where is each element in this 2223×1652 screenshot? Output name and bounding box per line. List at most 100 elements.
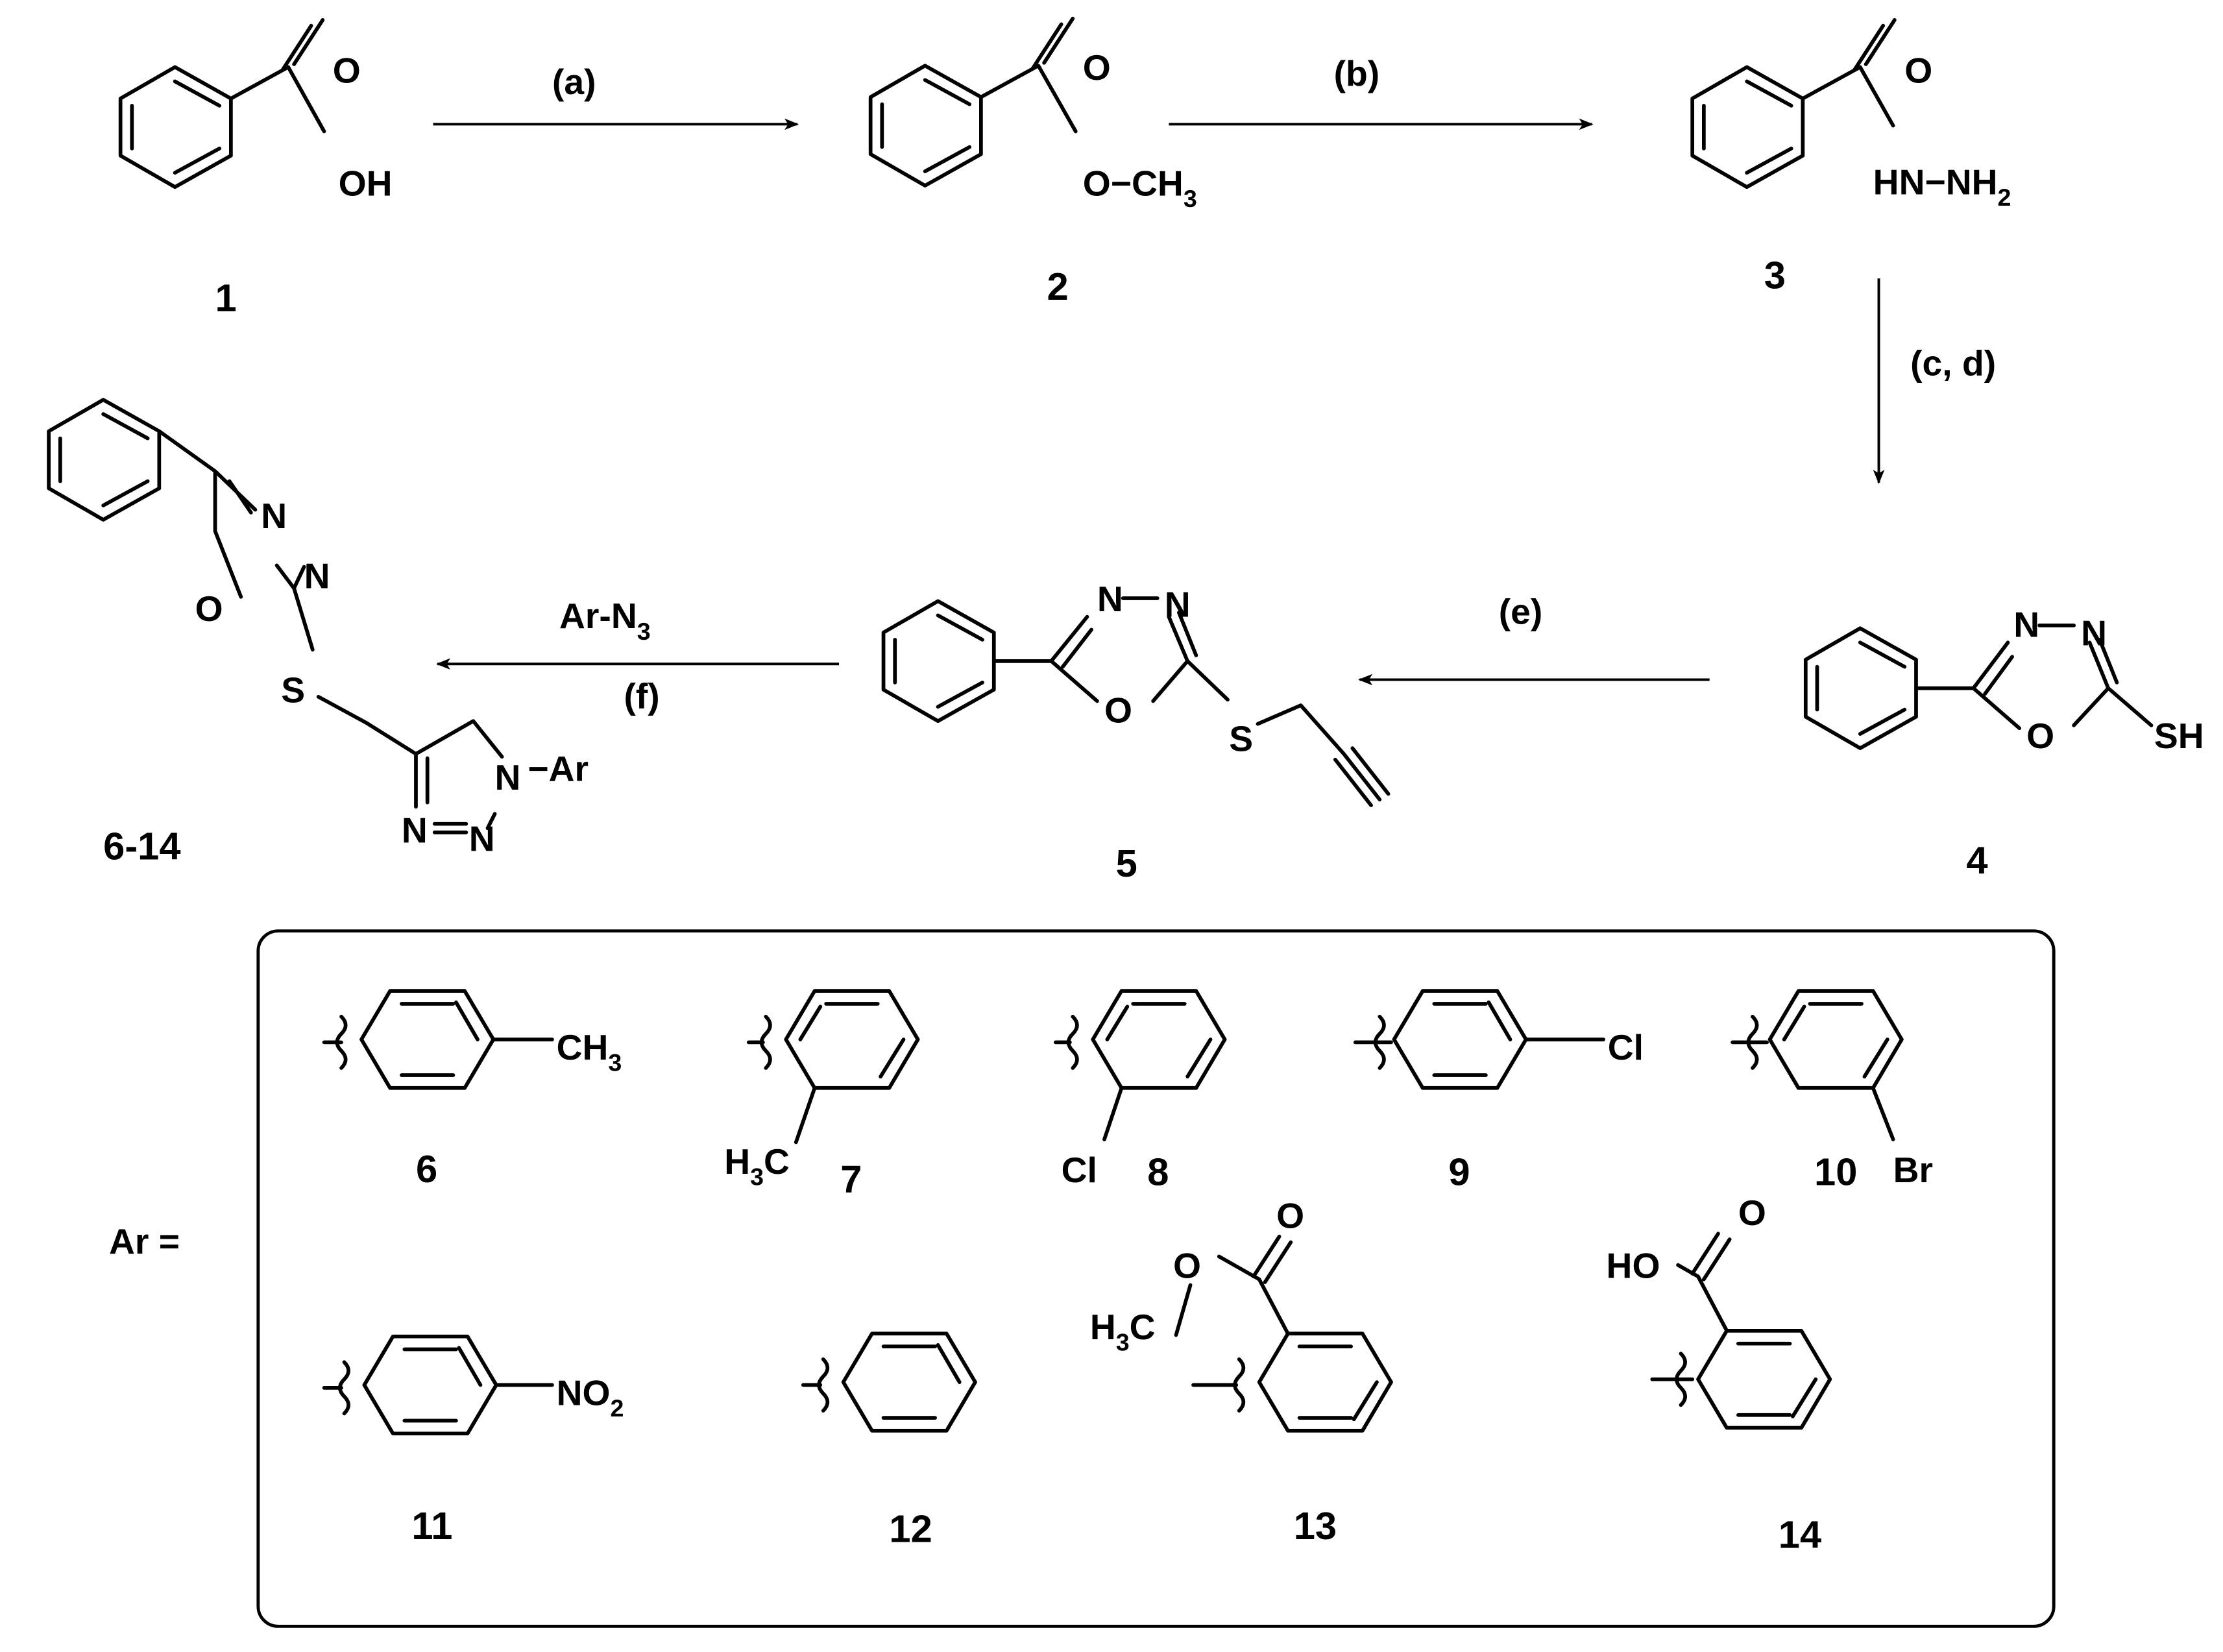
benzene-ring: [1767, 989, 1904, 1090]
oxygen-label: O: [2026, 716, 2054, 756]
ar-equals-label: Ar =: [109, 1221, 180, 1261]
substituent-7: H3C 7: [724, 989, 920, 1201]
compound-number: 5: [1116, 842, 1137, 885]
substituent-number: 8: [1147, 1150, 1169, 1194]
wavy-attachment: [1053, 1014, 1079, 1070]
substituent-6: CH3 6: [322, 989, 622, 1191]
condition-a: (a): [552, 62, 596, 102]
sulfur-label: S: [281, 670, 305, 711]
substituent-number: 13: [1294, 1504, 1337, 1548]
substituent-group: Cl: [1608, 1027, 1644, 1067]
carbonyl-oxygen: O: [1276, 1196, 1304, 1236]
carbonyl-oxygen: O: [1738, 1193, 1766, 1233]
benzene-ring: [1696, 1329, 1832, 1430]
wavy-attachment: [801, 1357, 830, 1413]
sulfur-label: S: [1229, 719, 1253, 759]
hydrazide-sub: 2: [1998, 184, 2011, 211]
substituent-group: HO: [1607, 1246, 1660, 1286]
methyl-bond: [794, 1086, 817, 1145]
oxygen-label: O: [333, 51, 361, 91]
wavy-attachment: [1731, 1014, 1769, 1070]
substituent-9: Cl 9: [1353, 989, 1644, 1194]
wavy-attachment: [322, 1360, 350, 1416]
substituent-12: 12: [801, 1331, 977, 1551]
benzene-ring: [1091, 989, 1227, 1090]
triazole-n3: N: [402, 810, 428, 850]
oxadiazole-bonds: [1914, 637, 2154, 731]
ester-sub: 3: [1184, 185, 1197, 212]
benzene-ring: [1803, 626, 1918, 750]
substituent-14: O HO 14: [1607, 1193, 1832, 1556]
oxygen-label: O: [195, 589, 223, 629]
ester-main: O−CH: [1083, 164, 1184, 204]
triazole-nn-bonds: [432, 812, 497, 834]
substituent-8: Cl 8: [1053, 989, 1227, 1194]
chloro-bond: [1102, 1086, 1124, 1141]
benzene-ring: [118, 65, 233, 189]
oxadiazole-bonds: [157, 429, 315, 652]
substituent-group: Cl: [1062, 1150, 1097, 1190]
reagent-main: Ar-N: [559, 596, 637, 636]
oxygen-label: O: [1904, 51, 1932, 91]
compound-number: 2: [1047, 265, 1069, 308]
benzene-ring: [868, 64, 983, 188]
benzene-ring: [362, 1334, 498, 1436]
benzene-ring: [1690, 65, 1805, 189]
substituent-group: CH3: [557, 1027, 622, 1076]
condition-f: (f): [624, 676, 659, 716]
wavy-attachment: [322, 1014, 348, 1070]
compound-number: 4: [1966, 839, 1987, 882]
substituent-number: 10: [1814, 1150, 1857, 1194]
nitrogen-1: N: [2013, 605, 2039, 645]
oxadiazole-bonds: [991, 611, 1230, 703]
triazole-n1: N: [495, 757, 521, 797]
substituent-group: H3C: [1090, 1307, 1156, 1355]
benzene-ring: [1257, 1331, 1393, 1433]
substituent-number: 12: [889, 1507, 932, 1551]
benzene-ring: [784, 989, 920, 1090]
nitrogen-1: N: [261, 496, 287, 536]
substituent-number: 6: [416, 1147, 437, 1191]
nitrogen-1: N: [1097, 579, 1123, 619]
bromo-bond: [1871, 1086, 1895, 1141]
wavy-attachment: [746, 1014, 772, 1070]
benzene-ring: [359, 989, 496, 1090]
ester-label: O−CH3: [1083, 164, 1197, 212]
condition-f-reagent: Ar-N3: [559, 596, 651, 644]
compound-4: N N O SH 4: [1803, 605, 2204, 882]
aryl-label: −Ar: [528, 749, 589, 789]
benzene-ring: [881, 599, 996, 723]
compound-number: 3: [1764, 254, 1786, 297]
substituent-number: 14: [1779, 1512, 1821, 1556]
benzene-ring: [47, 398, 162, 522]
carboxyl-bonds: [228, 18, 326, 134]
ester-bonds: [978, 16, 1078, 134]
benzene-ring: [1392, 989, 1528, 1090]
substituent-box: [256, 929, 2056, 1628]
wavy-attachment: [1191, 1357, 1246, 1413]
compound-1: O OH 1: [118, 18, 393, 320]
substituent-10: Br 10: [1731, 989, 1933, 1194]
amide-bonds: [1801, 18, 1897, 128]
nitrogen-2: N: [304, 556, 330, 596]
compound-5: N N O S 5: [881, 579, 1391, 885]
condition-b: (b): [1334, 53, 1380, 93]
compound-number: 6-14: [103, 825, 180, 868]
substituent-number: 7: [840, 1158, 862, 1201]
wavy-attachment: [1353, 1014, 1393, 1070]
oxygen-label: O: [1083, 47, 1111, 88]
compound-2: O O−CH3 2: [868, 16, 1197, 308]
substituent-group: H3C: [724, 1141, 790, 1190]
substituent-number: 11: [411, 1504, 452, 1548]
thiol-label: SH: [2154, 716, 2204, 756]
ester-oxygen: O: [1173, 1246, 1201, 1286]
condition-e: (e): [1499, 592, 1543, 632]
substituent-number: 9: [1448, 1150, 1470, 1194]
carboxyl-bonds: [1676, 1232, 1732, 1333]
reagent-sub: 3: [637, 618, 651, 645]
compound-3: O HN−NH2 3: [1690, 18, 2011, 297]
nitrogen-2: N: [1165, 585, 1191, 625]
substituent-13: O O H3C 13: [1090, 1196, 1393, 1548]
condition-cd: (c, d): [1910, 343, 1996, 383]
substituent-group: Br: [1893, 1150, 1933, 1190]
